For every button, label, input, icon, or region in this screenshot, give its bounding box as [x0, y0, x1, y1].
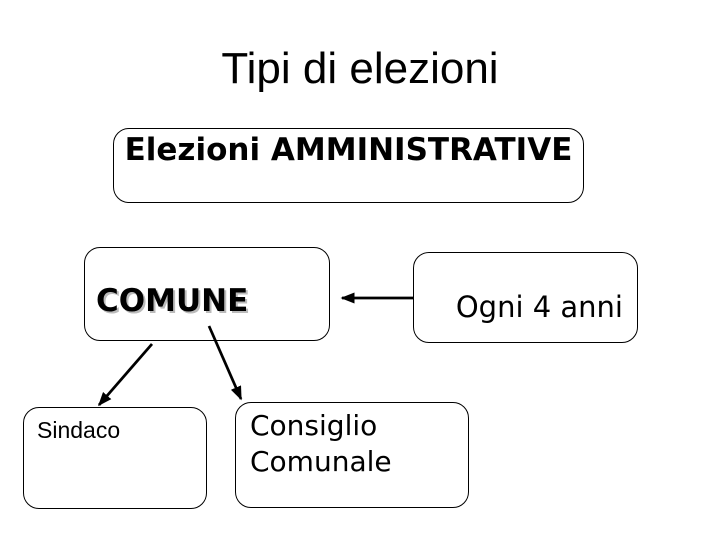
node-ogni-4-anni-label: Ogni 4 anni — [455, 289, 623, 324]
node-elezioni-amministrative-label: Elezioni AMMINISTRATIVE — [124, 132, 573, 168]
node-sindaco: Sindaco — [23, 407, 207, 509]
node-ogni-4-anni: Ogni 4 anni — [413, 252, 638, 343]
node-comune: COMUNE — [84, 247, 330, 341]
node-comune-label: COMUNE — [96, 283, 249, 319]
node-sindaco-label: Sindaco — [37, 417, 121, 443]
slide-title: Tipi di elezioni — [221, 44, 499, 93]
node-consiglio-comunale-label: Consiglio Comunale — [250, 409, 392, 478]
node-consiglio-comunale: Consiglio Comunale — [235, 402, 469, 508]
arrow-comune-to-sindaco — [97, 343, 154, 407]
node-elezioni-amministrative: Elezioni AMMINISTRATIVE — [113, 128, 584, 203]
